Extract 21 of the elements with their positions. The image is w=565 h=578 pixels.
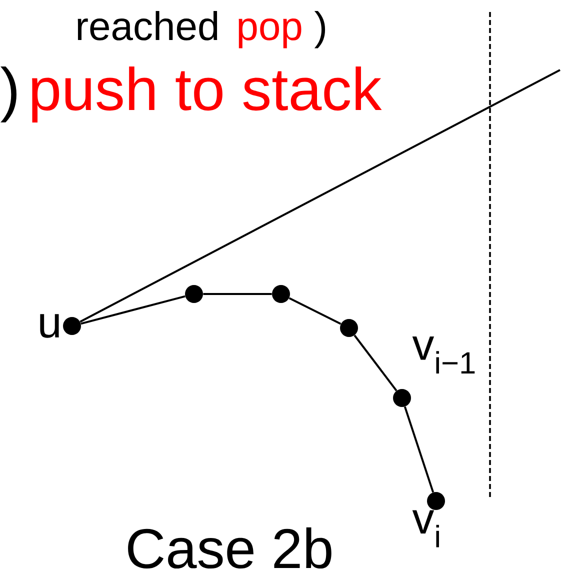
heading-text: ) (0, 66, 16, 122)
heading-text: ) (314, 11, 326, 48)
line (404, 406, 434, 493)
vertex-dot (393, 389, 411, 407)
heading-text: pop (238, 18, 302, 48)
line (80, 295, 186, 325)
vertex-label: u (40, 314, 59, 338)
vertex-dot (272, 285, 290, 303)
heading-text: push to stack (32, 66, 382, 122)
line (288, 297, 342, 325)
line (354, 334, 398, 392)
vertex-label: v$_{i}$ (412, 510, 439, 548)
vertex-dot (185, 285, 203, 303)
line (80, 69, 560, 323)
line (203, 293, 272, 295)
vertex-dot (340, 319, 358, 337)
case-caption: Case 2b (128, 527, 332, 569)
vertex-label: v$_{i−1}$ (412, 336, 475, 374)
heading-text: reached (78, 11, 218, 40)
vertex-dot (427, 492, 445, 510)
vertex-dot (63, 317, 81, 335)
